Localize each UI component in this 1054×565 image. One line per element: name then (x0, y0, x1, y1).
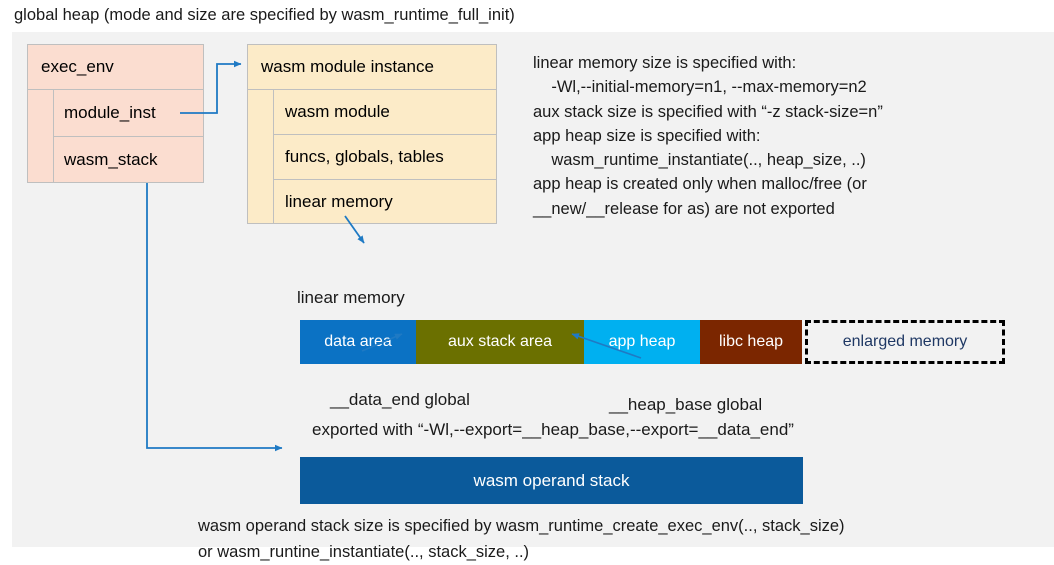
wasm-module-instance-box: wasm module instance wasm module funcs, … (247, 44, 497, 224)
linear-memory-label: linear memory (297, 288, 405, 307)
memory-segment-aux-stack-area: aux stack area (416, 320, 584, 364)
memory-segment-libc-heap: libc heap (700, 320, 802, 364)
exec-env-box: exec_env module_inst wasm_stack (27, 44, 204, 183)
wasm-operand-stack-note: wasm operand stack size is specified by … (198, 517, 845, 561)
wasm-module-instance-row-wasm-module: wasm module (274, 90, 496, 135)
exec-env-header: exec_env (28, 45, 203, 90)
exec-env-row-wasm-stack: wasm_stack (64, 149, 158, 169)
wasm-operand-stack-box: wasm operand stack (300, 457, 803, 504)
export-flags-note: exported with “-Wl,--export=__heap_base,… (312, 420, 794, 439)
memory-segment-enlarged-memory: enlarged memory (805, 320, 1005, 364)
exec-env-gutter (28, 90, 54, 182)
exec-env-row-module-inst: module_inst (54, 90, 203, 137)
page-title: global heap (mode and size are specified… (14, 6, 515, 24)
heap-base-global-label: __heap_base global (609, 395, 763, 414)
wasm-module-instance-row-funcs-globals-tables: funcs, globals, tables (274, 135, 496, 180)
runtime-configuration-notes: linear memory size is specified with: -W… (533, 54, 883, 218)
wasm-module-instance-header: wasm module instance (248, 45, 496, 90)
wasm-module-instance-row-linear-memory: linear memory (285, 191, 393, 211)
memory-segment-app-heap: app heap (584, 320, 700, 364)
memory-segment-data-area: data area (300, 320, 416, 364)
data-end-global-label: __data_end global (330, 390, 470, 409)
wasm-module-instance-gutter (248, 90, 274, 223)
diagram-panel: exec_env module_inst wasm_stack wasm mod… (12, 32, 1054, 561)
